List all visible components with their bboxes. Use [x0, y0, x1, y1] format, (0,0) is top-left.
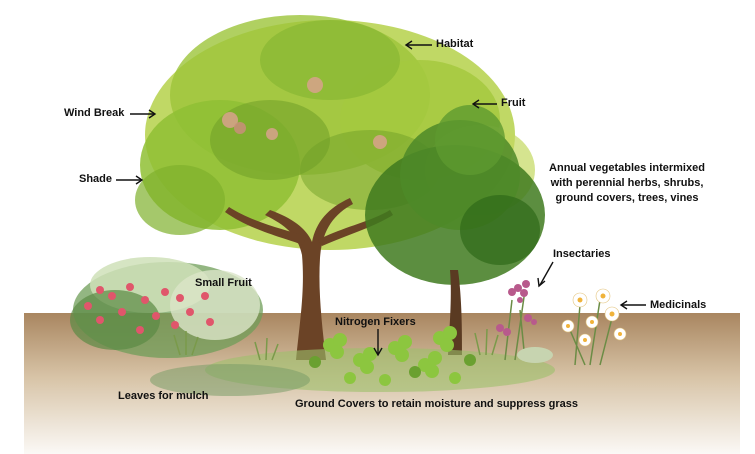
label-annual-vegetables: Annual vegetables intermixed with perenn… — [532, 161, 722, 206]
label-nitrogen-fixers: Nitrogen Fixers — [335, 316, 416, 328]
label-wind-break: Wind Break — [64, 107, 124, 119]
label-medicinals: Medicinals — [650, 299, 706, 311]
label-fruit: Fruit — [501, 97, 525, 109]
label-annual-line-2: with perennial herbs, shrubs, — [532, 176, 722, 191]
arrow-medicinals — [621, 301, 646, 309]
label-ground-covers: Ground Covers to retain moisture and sup… — [295, 398, 578, 410]
label-shade: Shade — [79, 173, 112, 185]
arrow-insectaries — [538, 262, 553, 286]
arrow-shade — [116, 176, 142, 184]
arrow-wind-break — [130, 110, 155, 118]
label-leaves-for-mulch: Leaves for mulch — [118, 390, 208, 402]
label-annual-line-3: ground covers, trees, vines — [532, 191, 722, 206]
label-small-fruit: Small Fruit — [195, 277, 252, 289]
label-insectaries: Insectaries — [553, 248, 610, 260]
label-annual-line-1: Annual vegetables intermixed — [532, 161, 722, 176]
label-habitat: Habitat — [436, 38, 473, 50]
berry-shrub — [70, 257, 263, 358]
